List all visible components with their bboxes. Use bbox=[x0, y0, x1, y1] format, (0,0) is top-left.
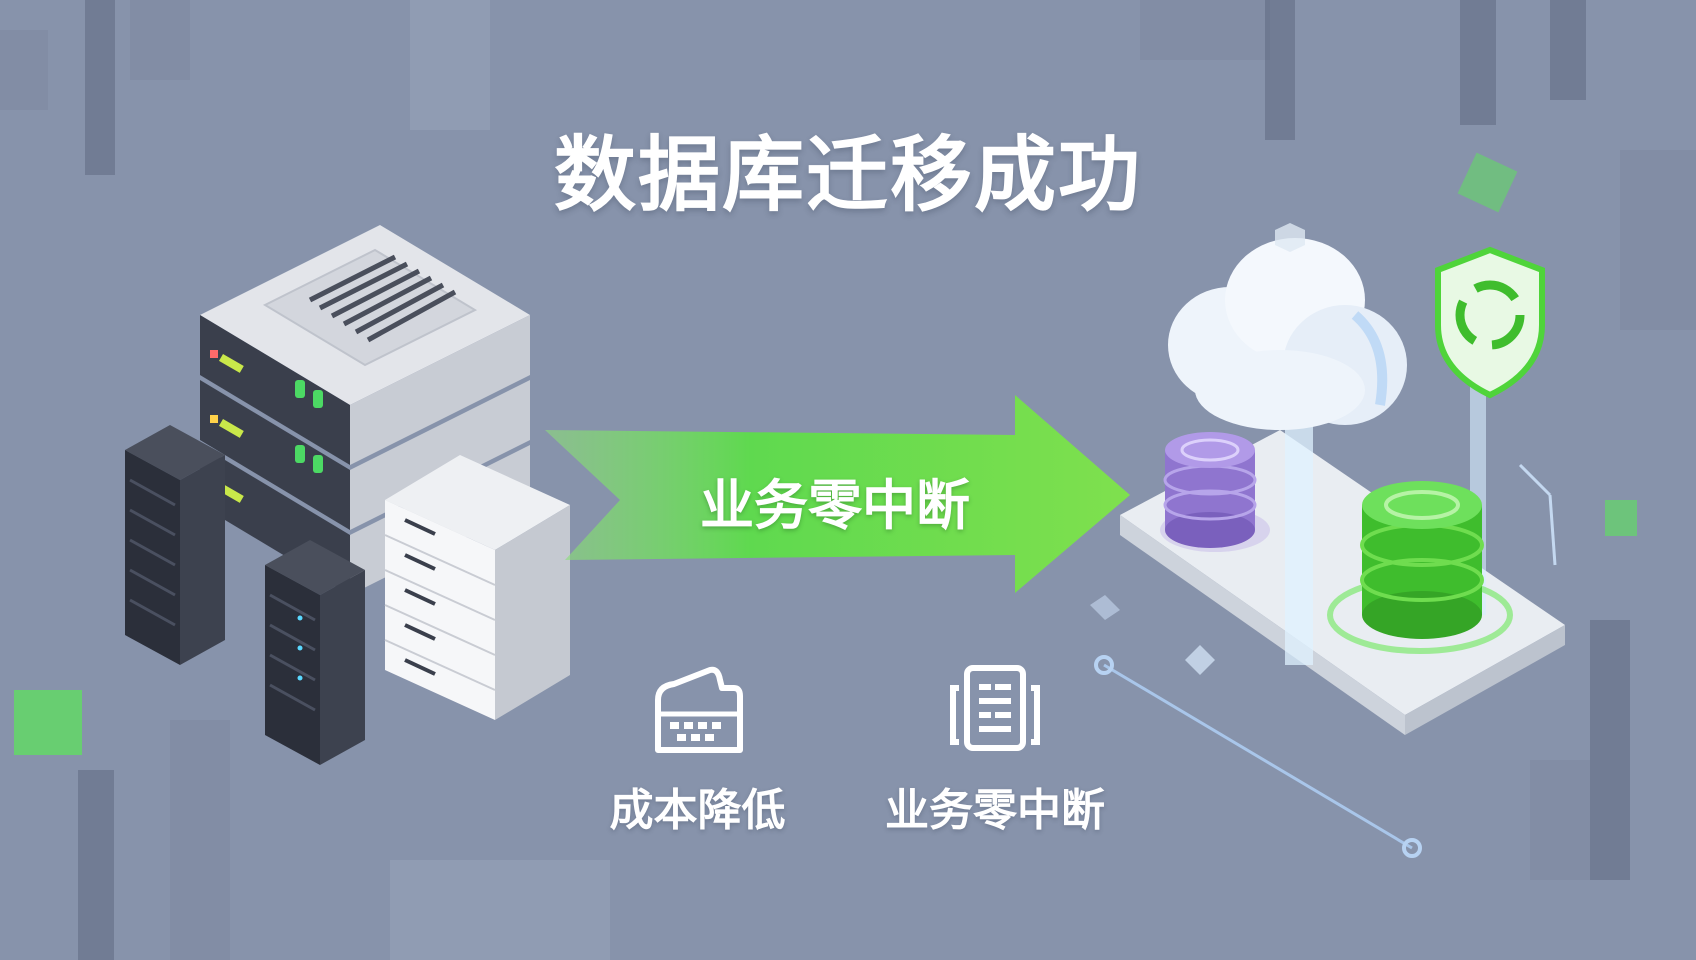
bg-block bbox=[390, 860, 610, 960]
bg-block bbox=[1530, 760, 1590, 880]
bg-block bbox=[1265, 0, 1295, 140]
bg-block bbox=[0, 30, 48, 110]
bg-green-square bbox=[14, 690, 82, 755]
cloud-databases bbox=[1045, 215, 1620, 875]
cloud-icon bbox=[1045, 223, 1565, 735]
bg-block bbox=[1140, 0, 1270, 60]
bg-green-square bbox=[1605, 500, 1637, 536]
bg-block bbox=[1620, 150, 1696, 330]
bg-block bbox=[1590, 620, 1630, 880]
migration-arrow: 业务零中断 bbox=[545, 395, 1130, 595]
feature-cost-reduction: 成本降低 bbox=[590, 662, 805, 838]
feature-label: 成本降低 bbox=[609, 785, 786, 836]
connector-line bbox=[1094, 655, 1422, 858]
document-icon bbox=[950, 665, 1040, 751]
bg-block bbox=[85, 0, 115, 175]
shield-recycle-icon bbox=[1435, 246, 1545, 399]
arrow-label: 业务零中断 bbox=[700, 474, 970, 537]
bg-block bbox=[1460, 0, 1496, 125]
bg-block bbox=[410, 0, 490, 130]
bg-block bbox=[1550, 0, 1586, 100]
database-icon bbox=[1327, 481, 1513, 654]
bg-block bbox=[170, 720, 230, 960]
bg-block bbox=[78, 770, 114, 960]
arrow-shape-icon bbox=[545, 395, 1130, 593]
legacy-servers bbox=[115, 220, 585, 780]
page-title: 数据库迁移成功 bbox=[553, 128, 1142, 223]
server-rack-icon bbox=[125, 225, 570, 765]
feature-label: 业务零中断 bbox=[885, 785, 1105, 836]
database-icon bbox=[1160, 432, 1270, 552]
feature-zero-downtime: 业务零中断 bbox=[870, 662, 1120, 838]
piggy-bank-icon bbox=[654, 666, 743, 753]
bg-block bbox=[130, 0, 190, 80]
